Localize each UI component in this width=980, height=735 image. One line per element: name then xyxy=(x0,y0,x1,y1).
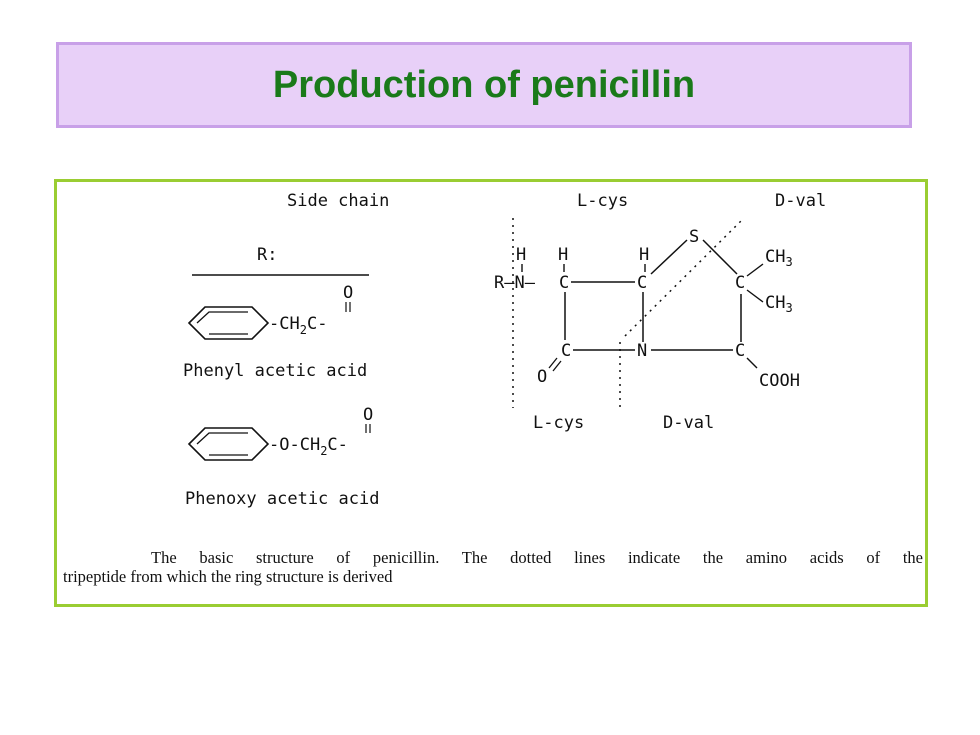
side-chain-label: Side chain xyxy=(287,191,389,211)
rn-group: R–N– xyxy=(494,273,536,293)
title-banner: Production of penicillin xyxy=(56,42,912,128)
benzene-ring-icon xyxy=(187,427,270,461)
methyl-group: CH3 xyxy=(765,247,793,269)
caption-line-2: tripeptide from which the ring structure… xyxy=(63,567,393,586)
dval-top-label: D-val xyxy=(775,191,826,211)
phenyl-carbonyl-o: O xyxy=(343,283,353,303)
methyl-group: CH3 xyxy=(765,293,793,315)
caption-line-1: The basic structure of penicillin. The d… xyxy=(151,548,923,567)
phenoxy-carbonyl-o: O xyxy=(363,405,373,425)
benzene-ring-icon xyxy=(187,306,270,340)
structure-diagram: Side chain R: -CH2C- O Phenyl acetic aci… xyxy=(183,191,826,509)
lcys-bottom-label: L-cys xyxy=(533,413,584,433)
carbonyl-o: O xyxy=(537,367,547,387)
figure-caption: The basic structure of penicillin. The d… xyxy=(63,548,923,586)
c-atom: C xyxy=(735,341,745,361)
n-atom: N xyxy=(637,341,647,361)
carboxyl-group: COOH xyxy=(759,371,800,391)
lcys-top-label: L-cys xyxy=(577,191,628,211)
dval-bottom-label: D-val xyxy=(663,413,714,433)
phenyl-ch2-group: -CH2C- xyxy=(269,314,327,337)
r-label: R: xyxy=(257,245,277,265)
phenoxy-group: -O-CH2C- xyxy=(269,435,348,458)
c-atom: C xyxy=(561,341,571,361)
h-atom: H xyxy=(516,245,526,265)
penicillin-structure-figure: Side chain R: -CH2C- O Phenyl acetic aci… xyxy=(54,179,928,607)
h-atom: H xyxy=(558,245,568,265)
c-atom: C xyxy=(735,273,745,293)
phenoxy-acetic-acid-label: Phenoxy acetic acid xyxy=(185,489,379,509)
page-title: Production of penicillin xyxy=(272,63,696,106)
phenyl-acetic-acid-label: Phenyl acetic acid xyxy=(183,361,367,381)
c-atom: C xyxy=(559,273,569,293)
c-atom: C xyxy=(637,273,647,293)
s-atom: S xyxy=(689,227,699,247)
h-atom: H xyxy=(639,245,649,265)
